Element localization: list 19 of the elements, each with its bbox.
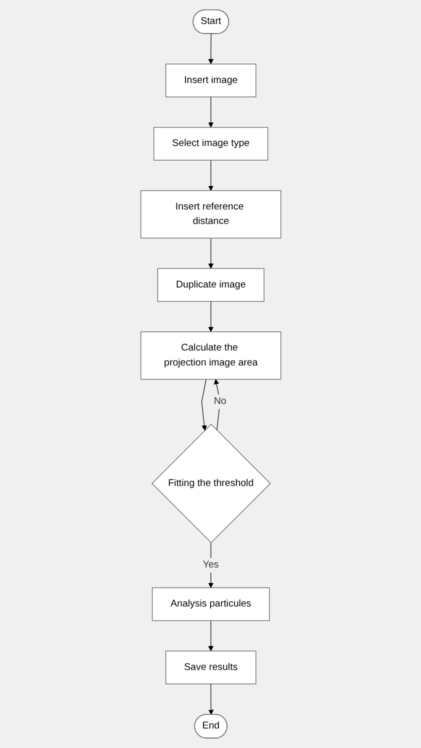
node-box: Select image type	[153, 127, 268, 161]
node-diamond: Fitting the threshold	[151, 424, 270, 544]
node-box: Calculate the projection image area	[140, 332, 281, 380]
arrow	[201, 379, 207, 431]
node-box: Insert image	[165, 64, 256, 98]
arrow	[208, 34, 214, 64]
arrow	[208, 542, 214, 588]
arrow	[208, 684, 214, 715]
arrow	[208, 301, 214, 332]
node-box: Analysis particules	[152, 587, 270, 621]
node-box: Save results	[165, 650, 256, 684]
edge-label: Yes	[202, 560, 218, 570]
arrow	[208, 96, 214, 128]
arrow	[208, 238, 214, 269]
node-box: Duplicate image	[157, 268, 264, 302]
node-box: Insert reference distance	[140, 190, 281, 238]
edge-label: No	[213, 396, 226, 407]
arrow	[208, 620, 214, 652]
arrow	[208, 160, 214, 191]
